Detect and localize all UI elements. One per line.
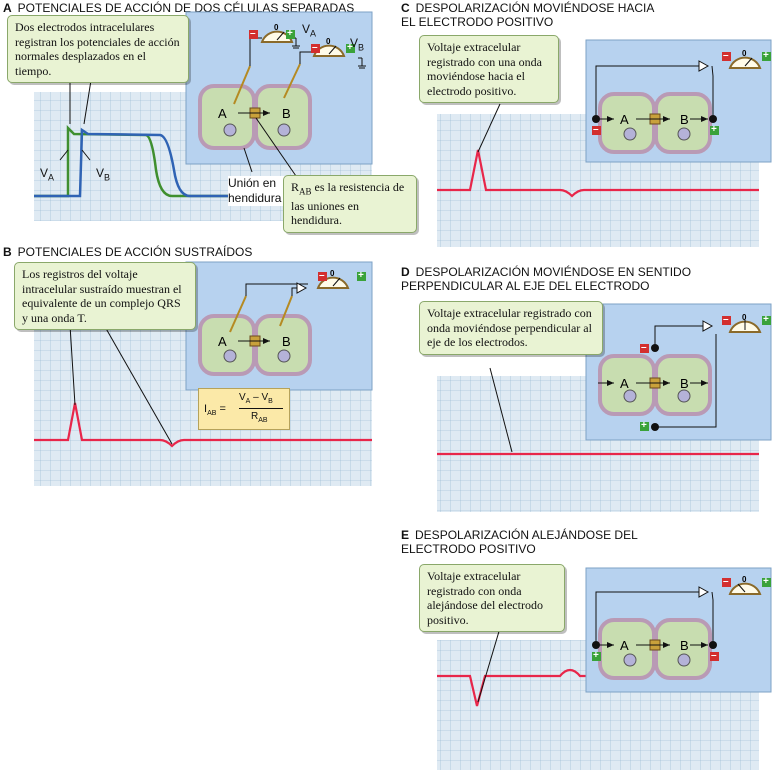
panel-c-meter-value: 0 <box>742 49 747 58</box>
panel-e-cell-b: B <box>680 638 689 653</box>
panel-e-title-text: DESPOLARIZACIÓN ALEJÁNDOSE DEL ELECTRODO… <box>401 528 638 556</box>
panel-d-cell-b: B <box>680 376 689 391</box>
panel-b-letter: B <box>3 245 12 259</box>
plus-sign: + <box>763 314 769 325</box>
panel-d-cell-a: A <box>620 376 629 391</box>
panel-c-cells <box>477 52 771 154</box>
minus-sign: – <box>312 42 318 53</box>
panel-b-cells <box>69 272 366 445</box>
panel-c-cell-a: A <box>620 112 629 127</box>
panel-a-cells <box>59 30 366 177</box>
minus-sign: – <box>319 270 325 281</box>
trace-b <box>34 402 372 448</box>
rab-callout: RAB es la resistencia de las uniones en … <box>283 175 417 233</box>
panel-a-cell-a: A <box>218 106 227 121</box>
panel-a-callout: Dos electrodos intracelulares registran … <box>7 15 189 83</box>
vb-label: VB <box>96 166 111 183</box>
panel-d-cells <box>489 316 771 453</box>
minus-sign: – <box>723 576 729 587</box>
panel-d-callout-text: Voltaje extracelular registrado con onda… <box>427 306 592 349</box>
plus-sign: + <box>763 50 769 61</box>
va-label: VA <box>40 166 55 183</box>
panel-b-title-text: POTENCIALES DE ACCIÓN SUSTRAÍDOS <box>17 245 253 259</box>
minus-sign: – <box>641 342 647 353</box>
panel-b-title: B POTENCIALES DE ACCIÓN SUSTRAÍDOS <box>3 245 252 259</box>
panel-b-callout-text: Los registros del voltaje intracelular s… <box>22 267 182 325</box>
panel-e-cells <box>477 578 771 703</box>
panel-e-letter: E <box>401 528 410 542</box>
panel-c-callout-text: Voltaje extracelular registrado con una … <box>427 40 542 98</box>
junction-label: Unión en hendidura <box>228 176 288 206</box>
panel-b-cell-a: A <box>218 334 227 349</box>
panel-e-callout-text: Voltaje extracelular registrado con onda… <box>427 569 543 627</box>
panel-a-callout-text: Dos electrodos intracelulares registran … <box>15 20 180 78</box>
panel-a-letter: A <box>3 1 12 15</box>
panel-a-meter1-value: 0 <box>274 23 279 32</box>
plus-sign: + <box>593 650 599 661</box>
panel-b-meter-value: 0 <box>330 269 335 278</box>
panel-a-meter2-vb: VB <box>350 36 365 53</box>
minus-sign: – <box>723 50 729 61</box>
panel-c-letter: C <box>401 1 410 15</box>
panel-b-callout: Los registros del voltaje intracelular s… <box>14 262 196 330</box>
minus-sign: – <box>723 314 729 325</box>
minus-sign: – <box>250 28 256 39</box>
panel-e-callout: Voltaje extracelular registrado con onda… <box>419 564 565 632</box>
panel-d-meter-value: 0 <box>742 313 747 322</box>
minus-sign: – <box>711 650 717 661</box>
panel-a-meter1-va: VA <box>302 22 317 39</box>
minus-sign: – <box>593 124 599 135</box>
panel-c-callout: Voltaje extracelular registrado con una … <box>419 35 559 103</box>
panel-d-title-text: DESPOLARIZACIÓN MOVIÉNDOSE EN SENTIDO PE… <box>401 265 692 293</box>
panel-a-cell-b: B <box>282 106 291 121</box>
panel-b-cell-b: B <box>282 334 291 349</box>
iab-formula: IAB = VA – VB RAB <box>198 388 290 430</box>
panel-c-cell-b: B <box>680 112 689 127</box>
panel-e-cell-a: A <box>620 638 629 653</box>
trace-c <box>437 149 759 198</box>
panel-c-title-text: DESPOLARIZACIÓN MOVIÉNDOSE HACIA EL ELEC… <box>401 1 654 29</box>
plus-sign: + <box>347 42 353 53</box>
panel-d-letter: D <box>401 265 410 279</box>
rab-symbol: R <box>291 180 300 194</box>
plus-sign: + <box>763 576 769 587</box>
plus-sign: + <box>641 420 647 431</box>
plus-sign: + <box>287 28 293 39</box>
trace-vb <box>34 127 230 198</box>
plus-sign: + <box>358 270 364 281</box>
panel-e-meter-value: 0 <box>742 575 747 584</box>
panel-d-callout: Voltaje extracelular registrado con onda… <box>419 301 603 355</box>
plus-sign: + <box>711 124 717 135</box>
panel-a-meter2-value: 0 <box>326 37 331 46</box>
